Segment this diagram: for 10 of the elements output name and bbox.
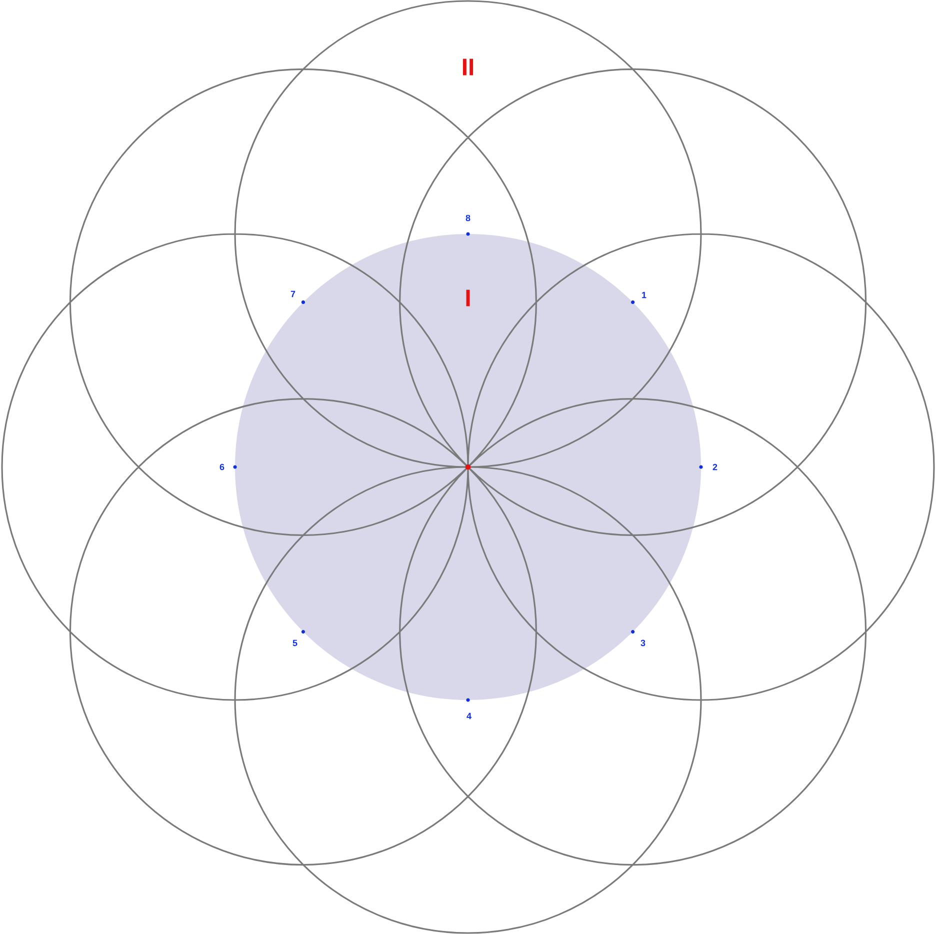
point-label: 3: [640, 640, 646, 646]
point-label: 1: [642, 292, 646, 298]
point-label: 8: [466, 214, 470, 222]
region-label: II: [462, 58, 474, 76]
point-label: 4: [466, 712, 472, 720]
point-label: 7: [290, 290, 296, 298]
point-label: 6: [220, 464, 224, 470]
region-label: I: [466, 290, 470, 306]
point-label: 5: [292, 640, 298, 646]
point-label: 2: [712, 464, 718, 470]
